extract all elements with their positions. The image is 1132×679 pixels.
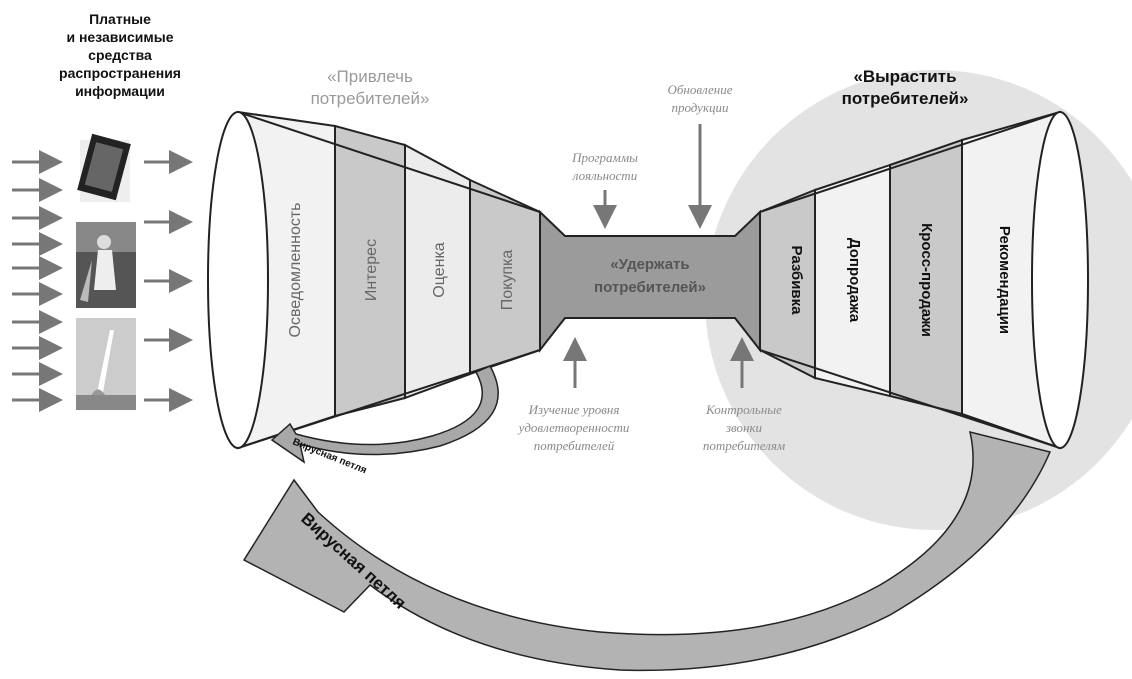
attract-title: «Привлечь потребителей» [311,67,430,108]
stage-label-upsell: Допродажа [846,238,863,323]
tablet-photo [77,133,131,202]
svg-text:Обновление: Обновление [668,82,733,97]
grow-funnel [759,110,1089,450]
sources-title: Платные и независимые средства распростр… [59,11,181,99]
sources-title-line: распространения [59,65,181,81]
stage-label-interest: Интерес [363,239,380,301]
loyalty-label: Программы лояльности [571,150,638,183]
rocket-photo [76,318,136,410]
attract-funnel [207,110,541,450]
grow-title-line: «Вырастить [853,67,956,86]
svg-text:лояльности: лояльности [572,168,638,183]
stage-label-recommendations: Рекомендации [996,226,1013,334]
person-photo [76,222,136,308]
sources-title-line: Платные [89,11,151,27]
sources-title-line: информации [75,83,165,99]
large-viral-loop-arrow [242,430,1052,672]
sources-title-line: и независимые [66,29,173,45]
attract-title-line: «Привлечь [327,67,413,86]
retain-title: «Удержать потребителей» [594,256,706,296]
svg-text:потребителям: потребителям [703,438,785,453]
stage-label-evaluation: Оценка [431,242,448,298]
stage-label-breakdown: Разбивка [788,246,805,316]
grow-funnel-mouth [1031,111,1089,449]
product-update-label: Обновление продукции [668,82,733,115]
svg-text:удовлетворенности: удовлетворенности [517,420,630,435]
svg-text:Изучение уровня: Изучение уровня [528,402,620,417]
input-arrows [12,150,63,412]
attract-stage-labels: Осведомленность Интерес Оценка Покупка [287,202,516,337]
stage-label-cross-sell: Кросс-продажи [918,223,935,337]
attract-title-line: потребителей» [311,89,430,108]
svg-text:звонки: звонки [725,420,763,435]
grow-title-line: потребителей» [842,89,969,108]
grow-stage-band [759,188,816,380]
grow-stage-labels: Разбивка Допродажа Кросс-продажи Рекомен… [788,223,1013,337]
svg-text:продукции: продукции [671,100,729,115]
stage-label-purchase: Покупка [499,250,516,311]
control-calls-label: Контрольные звонки потребителям [703,402,785,453]
small-viral-loop-arrow [270,365,499,464]
sources-title-line: средства [88,47,152,63]
output-arrows [144,150,193,412]
svg-text:Программы: Программы [571,150,638,165]
svg-text:потребителей: потребителей [534,438,615,453]
stage-label-awareness: Осведомленность [287,202,304,337]
retain-title-line: потребителей» [594,279,706,296]
retain-title-line: «Удержать [610,256,689,273]
grow-funnel-outline [759,111,1061,449]
attract-funnel-mouth [207,111,269,449]
satisfaction-label: Изучение уровня удовлетворенности потреб… [517,402,630,453]
svg-text:Контрольные: Контрольные [705,402,782,417]
grow-title: «Вырастить потребителей» [842,67,969,108]
